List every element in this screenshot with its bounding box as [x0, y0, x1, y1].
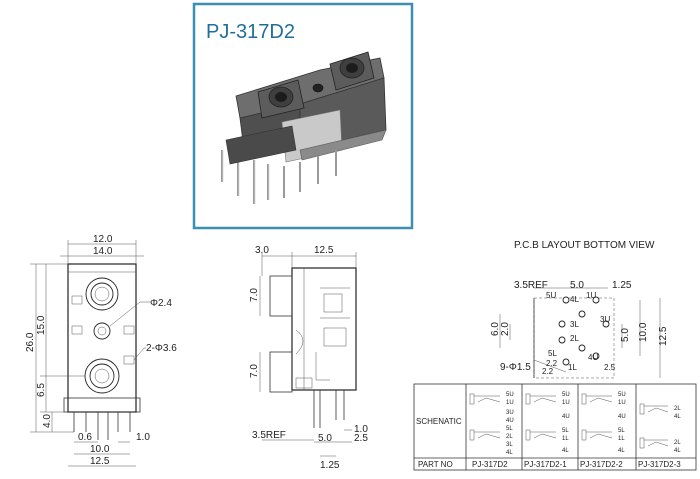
pcb-dim-2: 2.0	[500, 322, 511, 336]
part-3: PJ-317D2-2	[580, 460, 623, 469]
part-no-label: PART NO	[418, 460, 453, 469]
part-4: PJ-317D2-3	[638, 460, 681, 469]
model-title: PJ-317D2	[206, 21, 295, 43]
s1-l2: 3U	[506, 410, 514, 416]
pcb-dim-1_25: 1.25	[612, 280, 632, 291]
s3-l3: 5L	[618, 428, 625, 434]
dim-front-hole-small: Φ2.4	[150, 298, 172, 309]
s2-l5: 4L	[562, 448, 569, 454]
pcb-layout-drawing: P.C.B LAYOUT BOTTOM VIEW 5U 4L 1U 3L 3U …	[490, 240, 669, 379]
dim-front-0_6: 0.6	[78, 432, 92, 443]
pcb-pin-1u: 1U	[586, 291, 596, 300]
pcb-dim-5v: 5.0	[620, 328, 631, 342]
s1-l3: 4U	[506, 418, 514, 424]
pcb-pin-1l: 1L	[568, 363, 577, 372]
dim-front-1_0: 1.0	[136, 432, 150, 443]
pcb-pin-3u: 3U	[600, 315, 610, 324]
s1-l5: 2L	[506, 434, 513, 440]
s4-l1: 4L	[674, 414, 681, 420]
pcb-pin-5l: 5L	[548, 349, 557, 358]
pcb-holes	[558, 296, 610, 366]
pcb-dim-2_5: 2.5	[604, 363, 616, 372]
front-view-drawing: 12.0 14.0 26.0 15.0 6.5 4.0 Φ2.4 2-Φ3.6 …	[25, 234, 177, 467]
dim-front-12: 12.0	[93, 234, 113, 245]
pcb-pin-3l: 3L	[570, 320, 579, 329]
s2-l1: 1U	[562, 400, 570, 406]
pcb-title: P.C.B LAYOUT BOTTOM VIEW	[514, 240, 655, 251]
dim-side-ref: 3.5REF	[252, 430, 286, 441]
pcb-pin-4u: 4U	[588, 353, 598, 362]
s2-l3: 5L	[562, 428, 569, 434]
product-photo-panel: PJ-317D2	[192, 2, 414, 230]
pcb-dim-6: 6.0	[490, 322, 501, 336]
part-1: PJ-317D2	[472, 460, 508, 469]
pcb-pin-2l: 2L	[570, 334, 579, 343]
dim-side-7b: 7.0	[249, 364, 260, 378]
schematic-symbol-2	[525, 393, 557, 441]
dim-front-6_5: 6.5	[36, 383, 47, 397]
pcb-dim-10: 10.0	[638, 322, 649, 342]
front-small-hole	[93, 322, 111, 340]
dim-front-4: 4.0	[42, 414, 53, 428]
schematic-symbol-3	[581, 393, 613, 441]
dim-side-5: 5.0	[318, 433, 332, 444]
s1-l0: 5U	[506, 392, 514, 398]
dim-side-1: 1.0	[354, 424, 368, 435]
dim-front-15: 15.0	[36, 315, 47, 335]
s1-l6: 3L	[506, 442, 513, 448]
s2-l4: 1L	[562, 436, 569, 442]
side-body-outline	[291, 267, 357, 391]
pcb-pin-4l: 4L	[570, 295, 579, 304]
s1-l4: 5L	[506, 426, 513, 432]
s4-l0: 2L	[674, 406, 681, 412]
dim-side-3: 3.0	[255, 245, 269, 256]
dim-side-2_5: 2.5	[354, 433, 368, 444]
s1-l7: 4L	[506, 450, 513, 456]
jack-render	[221, 51, 387, 204]
dim-front-26: 26.0	[25, 332, 36, 352]
s4-l3: 4L	[674, 448, 681, 454]
dim-front-hole-mount: 2-Φ3.6	[146, 343, 177, 354]
dim-front-14: 14.0	[93, 246, 113, 257]
s3-l4: 1L	[618, 436, 625, 442]
s3-l5: 4L	[618, 448, 625, 454]
dim-side-7a: 7.0	[249, 288, 260, 302]
dim-side-12_5: 12.5	[314, 245, 334, 256]
s3-l1: 1U	[618, 400, 626, 406]
pcb-dim-ref: 3.5REF	[514, 280, 548, 291]
s4-l2: 2L	[674, 440, 681, 446]
schematic-symbol-4	[639, 403, 669, 449]
pcb-dim-2_2a: 2.2	[542, 367, 554, 376]
schematic-table: SCHENATIC PART NO PJ-317D2 PJ-317D2-1 PJ…	[413, 383, 697, 471]
pcb-pin-5u: 5U	[546, 291, 556, 300]
pcb-dim-12_5: 12.5	[658, 326, 669, 346]
s2-l0: 5U	[562, 392, 570, 398]
schematic-row-label: SCHENATIC	[416, 417, 462, 426]
side-view-drawing: 3.0 12.5 7.0 7.0 3.5REF 5.0 2.5 1.0 1.25	[249, 245, 368, 471]
part-2: PJ-317D2-1	[524, 460, 567, 469]
schematic-symbol-1	[469, 393, 501, 441]
dim-front-12_5: 12.5	[90, 456, 110, 467]
dim-front-10: 10.0	[90, 444, 110, 455]
s3-l2: 4U	[618, 414, 626, 420]
pcb-dim-5: 5.0	[570, 280, 584, 291]
s2-l2: 4U	[562, 414, 570, 420]
s1-l1: 1U	[506, 400, 514, 406]
s3-l0: 5U	[618, 392, 626, 398]
pcb-dim-2_2b: 2.2	[546, 359, 558, 368]
dim-side-1_25: 1.25	[320, 460, 340, 471]
pcb-dim-hole: 9-Φ1.5	[500, 362, 531, 373]
